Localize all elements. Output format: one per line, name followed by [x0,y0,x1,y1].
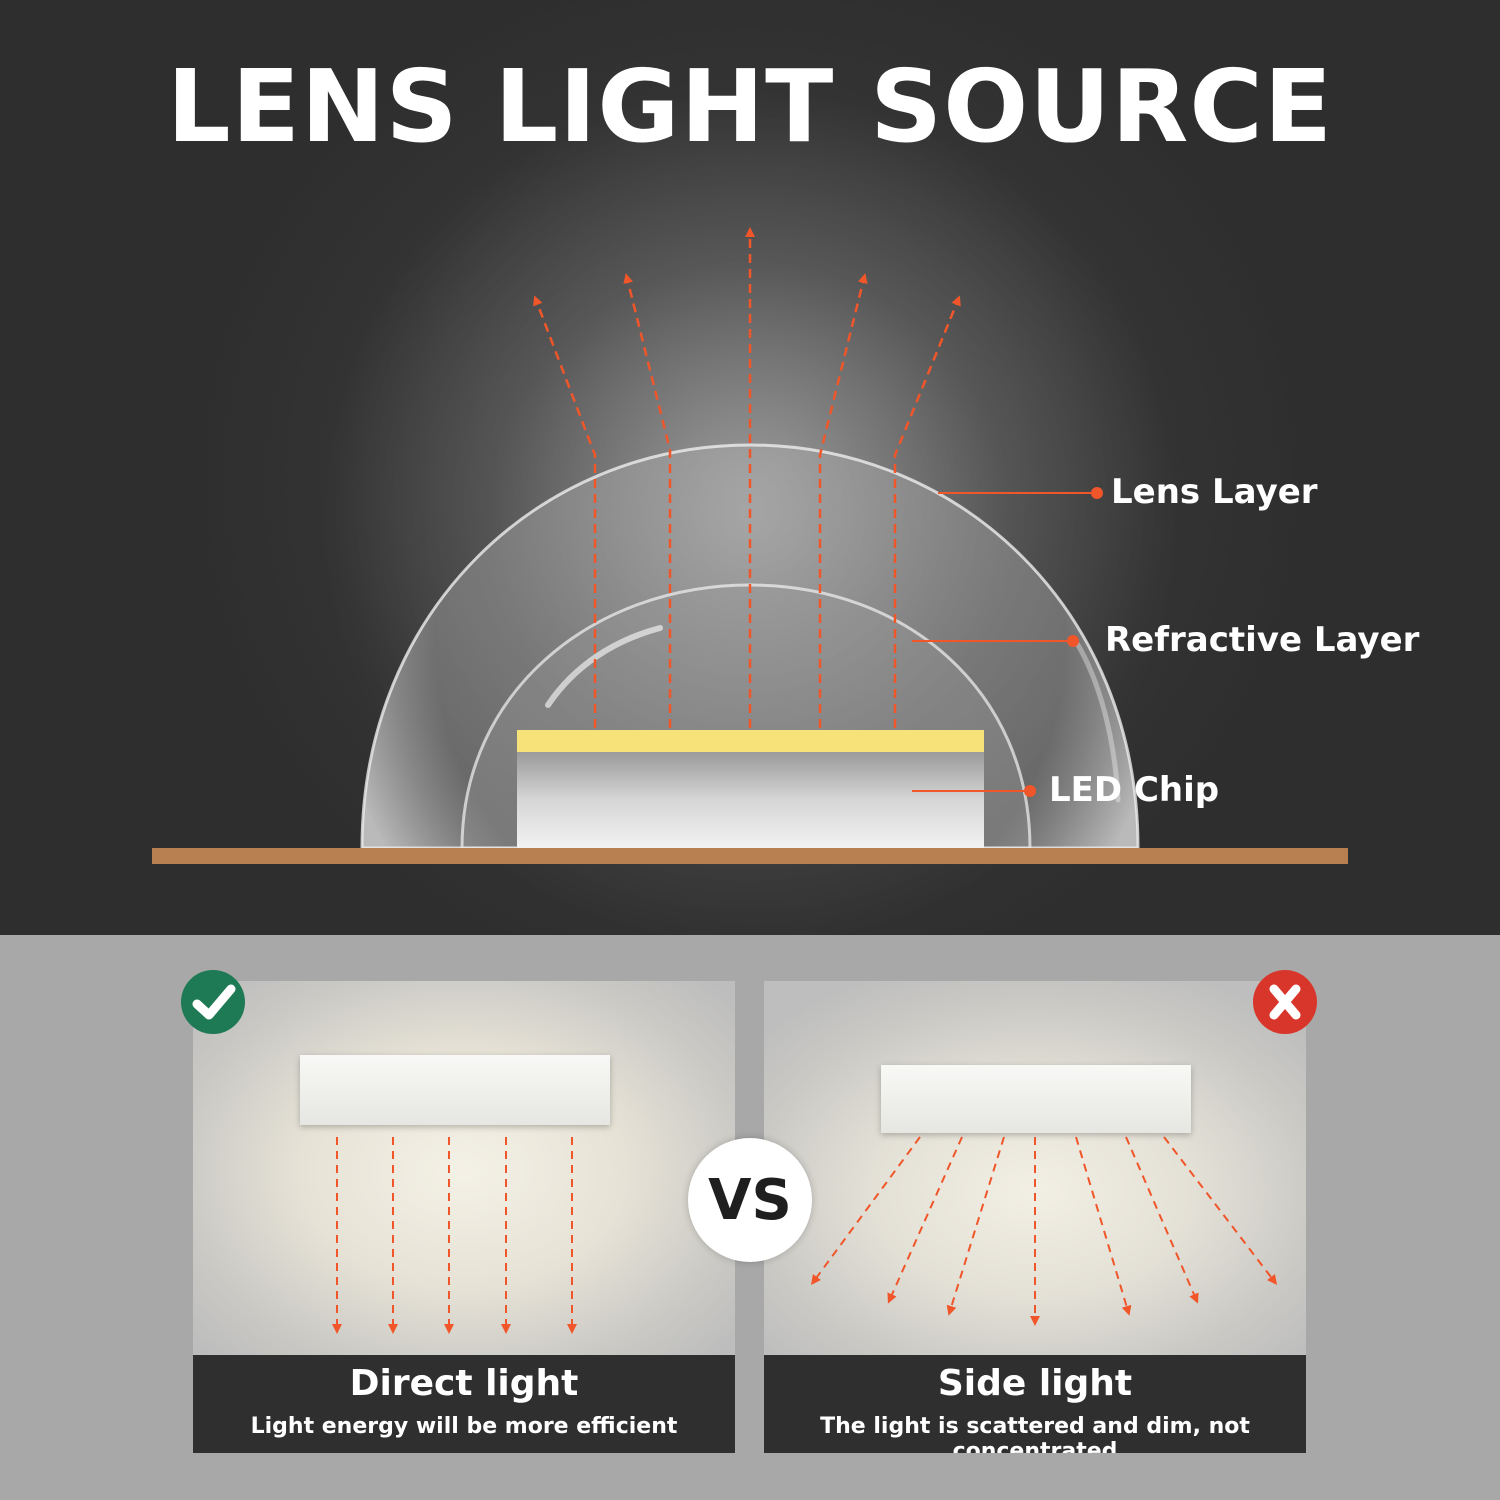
dot-lens-layer [1091,487,1103,499]
ray-up-right-inner [818,273,868,728]
ray-side-1 [811,1136,921,1286]
direct-light-panel: Direct light Light energy will be more e… [193,981,735,1453]
ray-side-5 [1075,1136,1132,1316]
label-led-chip: LED Chip [1049,770,1220,810]
ray-side-7 [1163,1136,1278,1285]
side-light-subtitle: The light is scattered and dim, not conc… [820,1414,1250,1453]
label-refractive-layer: Refractive Layer [1105,620,1420,660]
side-light-caption: Side light The light is scattered and di… [764,1355,1306,1453]
ray-up-left-outer [533,295,597,728]
led-chip-top [517,730,984,752]
wall-lamp-direct [300,1055,610,1125]
lens-structure-illustration [152,90,1348,935]
label-dots [1024,487,1103,797]
side-light-title: Side light [937,1363,1133,1404]
direct-light-subtitle: Light energy will be more efficient [250,1414,678,1439]
upward-rays [533,227,961,728]
label-leaders [912,492,1095,792]
led-chip-body [517,752,984,848]
cross-icon [1253,970,1317,1034]
dot-led-chip [1024,785,1036,797]
direct-light-caption: Direct light Light energy will be more e… [193,1355,735,1453]
side-light-panel: Side light The light is scattered and di… [764,981,1306,1453]
check-icon [181,970,245,1034]
lens-highlight [1072,637,1121,803]
lens-structure-section: LENS LIGHT SOURCE [0,0,1500,935]
ray-side-2 [887,1136,963,1304]
dot-refractive-layer [1067,635,1079,647]
direct-rays [332,1137,577,1334]
side-rays [811,1136,1278,1326]
ray-side-6 [1125,1136,1199,1304]
direct-light-title: Direct light [349,1363,579,1404]
comparison-section: Direct light Light energy will be more e… [0,935,1500,1500]
vs-badge: VS [688,1138,812,1262]
ray-up-left-inner [623,273,672,728]
label-lens-layer: Lens Layer [1111,472,1318,512]
ray-side-3 [946,1136,1005,1316]
wall-lamp-side [881,1065,1191,1133]
ray-up-right-outer [893,295,961,728]
base-board [152,848,1348,864]
refractive-highlight [545,625,663,708]
